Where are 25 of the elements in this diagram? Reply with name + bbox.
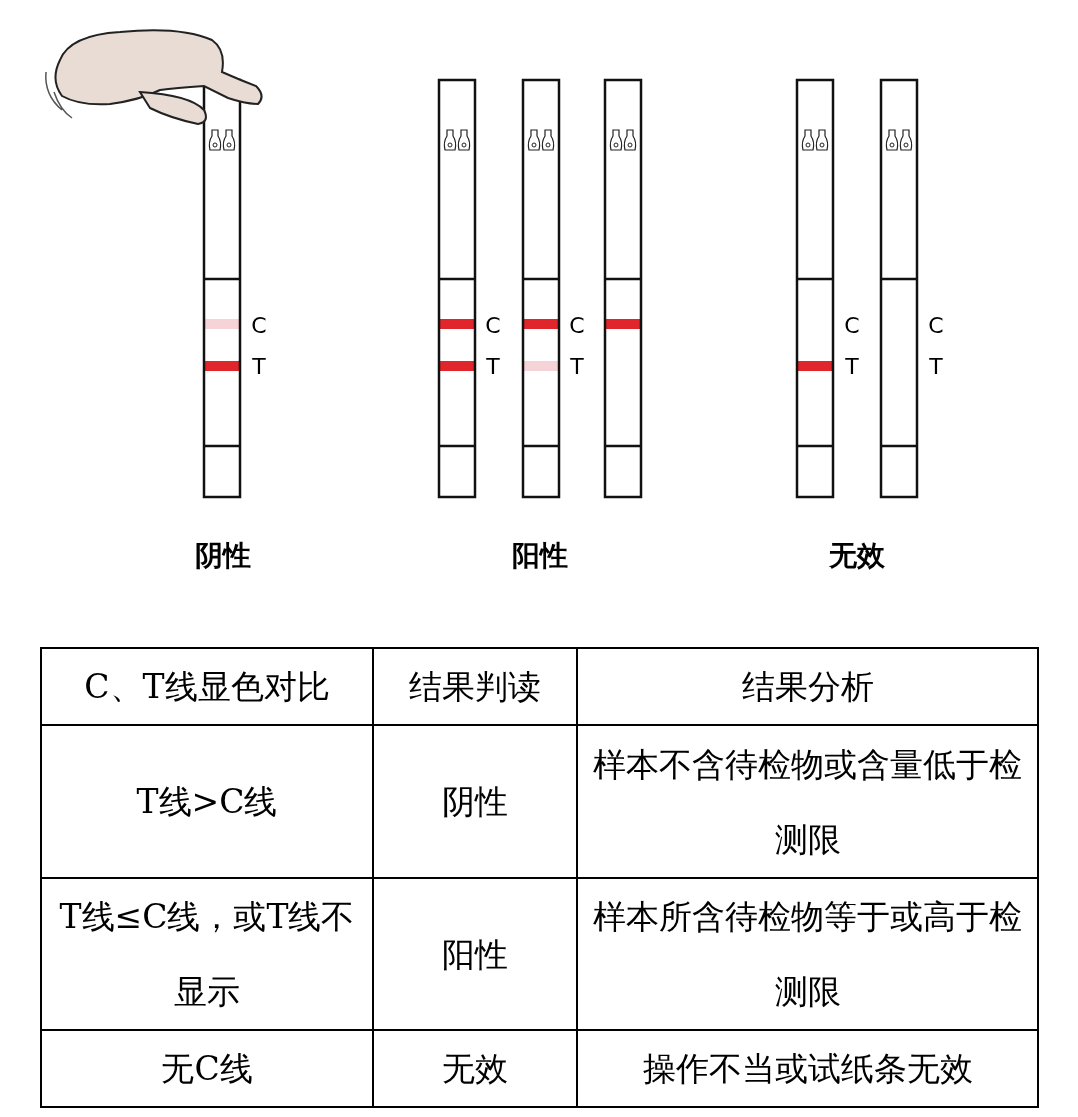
line-label: C [251,314,267,338]
table-cell: 操作不当或试纸条无效 [577,1030,1038,1107]
table-cell: T线>C线 [41,725,373,878]
table-cell: 阴性 [373,725,577,878]
result-label: 阳性 [512,538,568,574]
line-label: T [929,355,943,379]
line-label: T [570,355,584,379]
result-label: 阴性 [195,538,251,574]
table-cell: 无C线 [41,1030,373,1107]
table-cell: T线≤C线，或T线不显示 [41,878,373,1030]
result-label: 无效 [829,538,885,574]
line-label: T [845,355,859,379]
line-label: T [486,355,500,379]
table-cell: 无效 [373,1030,577,1107]
table-cell: 阳性 [373,878,577,1030]
table-cell: 样本不含待检物或含量低于检测限 [577,725,1038,878]
header-cell: C、T线显色对比 [41,648,373,725]
table-cell: 样本所含待检物等于或高于检测限 [577,878,1038,1030]
line-label: C [928,314,944,338]
line-label: C [569,314,585,338]
line-label: C [844,314,860,338]
line-label: C [485,314,501,338]
line-label: T [252,355,266,379]
header-cell: 结果判读 [373,648,577,725]
header-cell: 结果分析 [577,648,1038,725]
